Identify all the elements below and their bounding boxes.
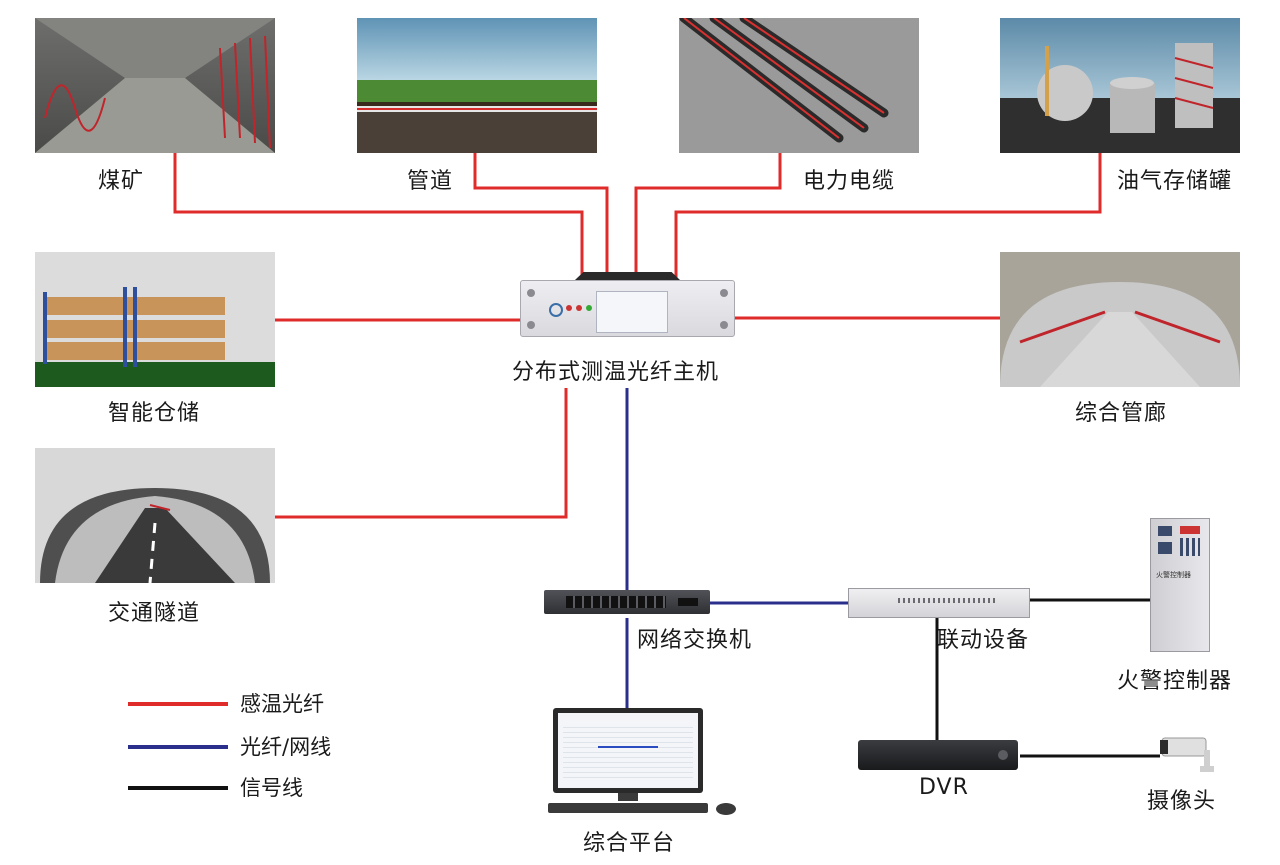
oil-gas-tank-label: 油气存储罐 [1117, 169, 1233, 194]
fire-controller-panel-text: 火警控制器 [1156, 571, 1191, 579]
power-button-icon[interactable] [549, 303, 563, 317]
network-switch-label: 网络交换机 [637, 628, 753, 653]
platform-computer[interactable] [548, 708, 748, 823]
dvr-label: DVR [919, 775, 969, 800]
fiber-traffic-tunnel [275, 388, 568, 519]
smart-storage-image [35, 252, 275, 387]
coal-mine-label: 煤矿 [98, 169, 145, 194]
pipeline-label: 管道 [407, 169, 454, 194]
network-switch-device[interactable] [544, 590, 710, 616]
host-display-screen [596, 291, 668, 333]
camera-label: 摄像头 [1147, 789, 1217, 814]
fiber-oil-gas-tank [674, 153, 1102, 278]
traffic-tunnel-image [35, 448, 275, 584]
dts-host-device[interactable] [520, 272, 735, 338]
utility-tunnel-image [1000, 252, 1240, 387]
fire-controller-label: 火警控制器 [1117, 669, 1233, 694]
fiber-coal-mine [173, 153, 584, 278]
sensing-fiber-lines [173, 153, 1102, 519]
fiber-network-lines [625, 388, 848, 708]
platform-label: 综合平台 [583, 831, 676, 856]
linkage-device-label: 联动设备 [937, 628, 1030, 653]
coal-mine-image [35, 18, 275, 153]
camera-device[interactable] [1160, 730, 1215, 775]
traffic-tunnel-label: 交通隧道 [108, 601, 201, 626]
linkage-device[interactable] [848, 588, 1030, 618]
signal-lines [935, 598, 1160, 758]
mouse-icon [716, 803, 736, 815]
power-cable-label: 电力电缆 [803, 169, 896, 194]
utility-tunnel-label: 综合管廊 [1075, 401, 1168, 426]
dts-host-label: 分布式测温光纤主机 [512, 360, 720, 385]
fiber-pipeline [473, 153, 609, 278]
power-cable-image [679, 13, 919, 153]
pipeline-image [357, 18, 597, 153]
fiber-power-cable [634, 153, 782, 278]
smart-storage-label: 智能仓储 [108, 401, 201, 426]
fire-controller-device[interactable]: 火警控制器 [1150, 518, 1210, 652]
dvr-device[interactable] [858, 740, 1020, 772]
platform-screen [558, 713, 698, 788]
oil-gas-tank-image [1000, 18, 1240, 153]
